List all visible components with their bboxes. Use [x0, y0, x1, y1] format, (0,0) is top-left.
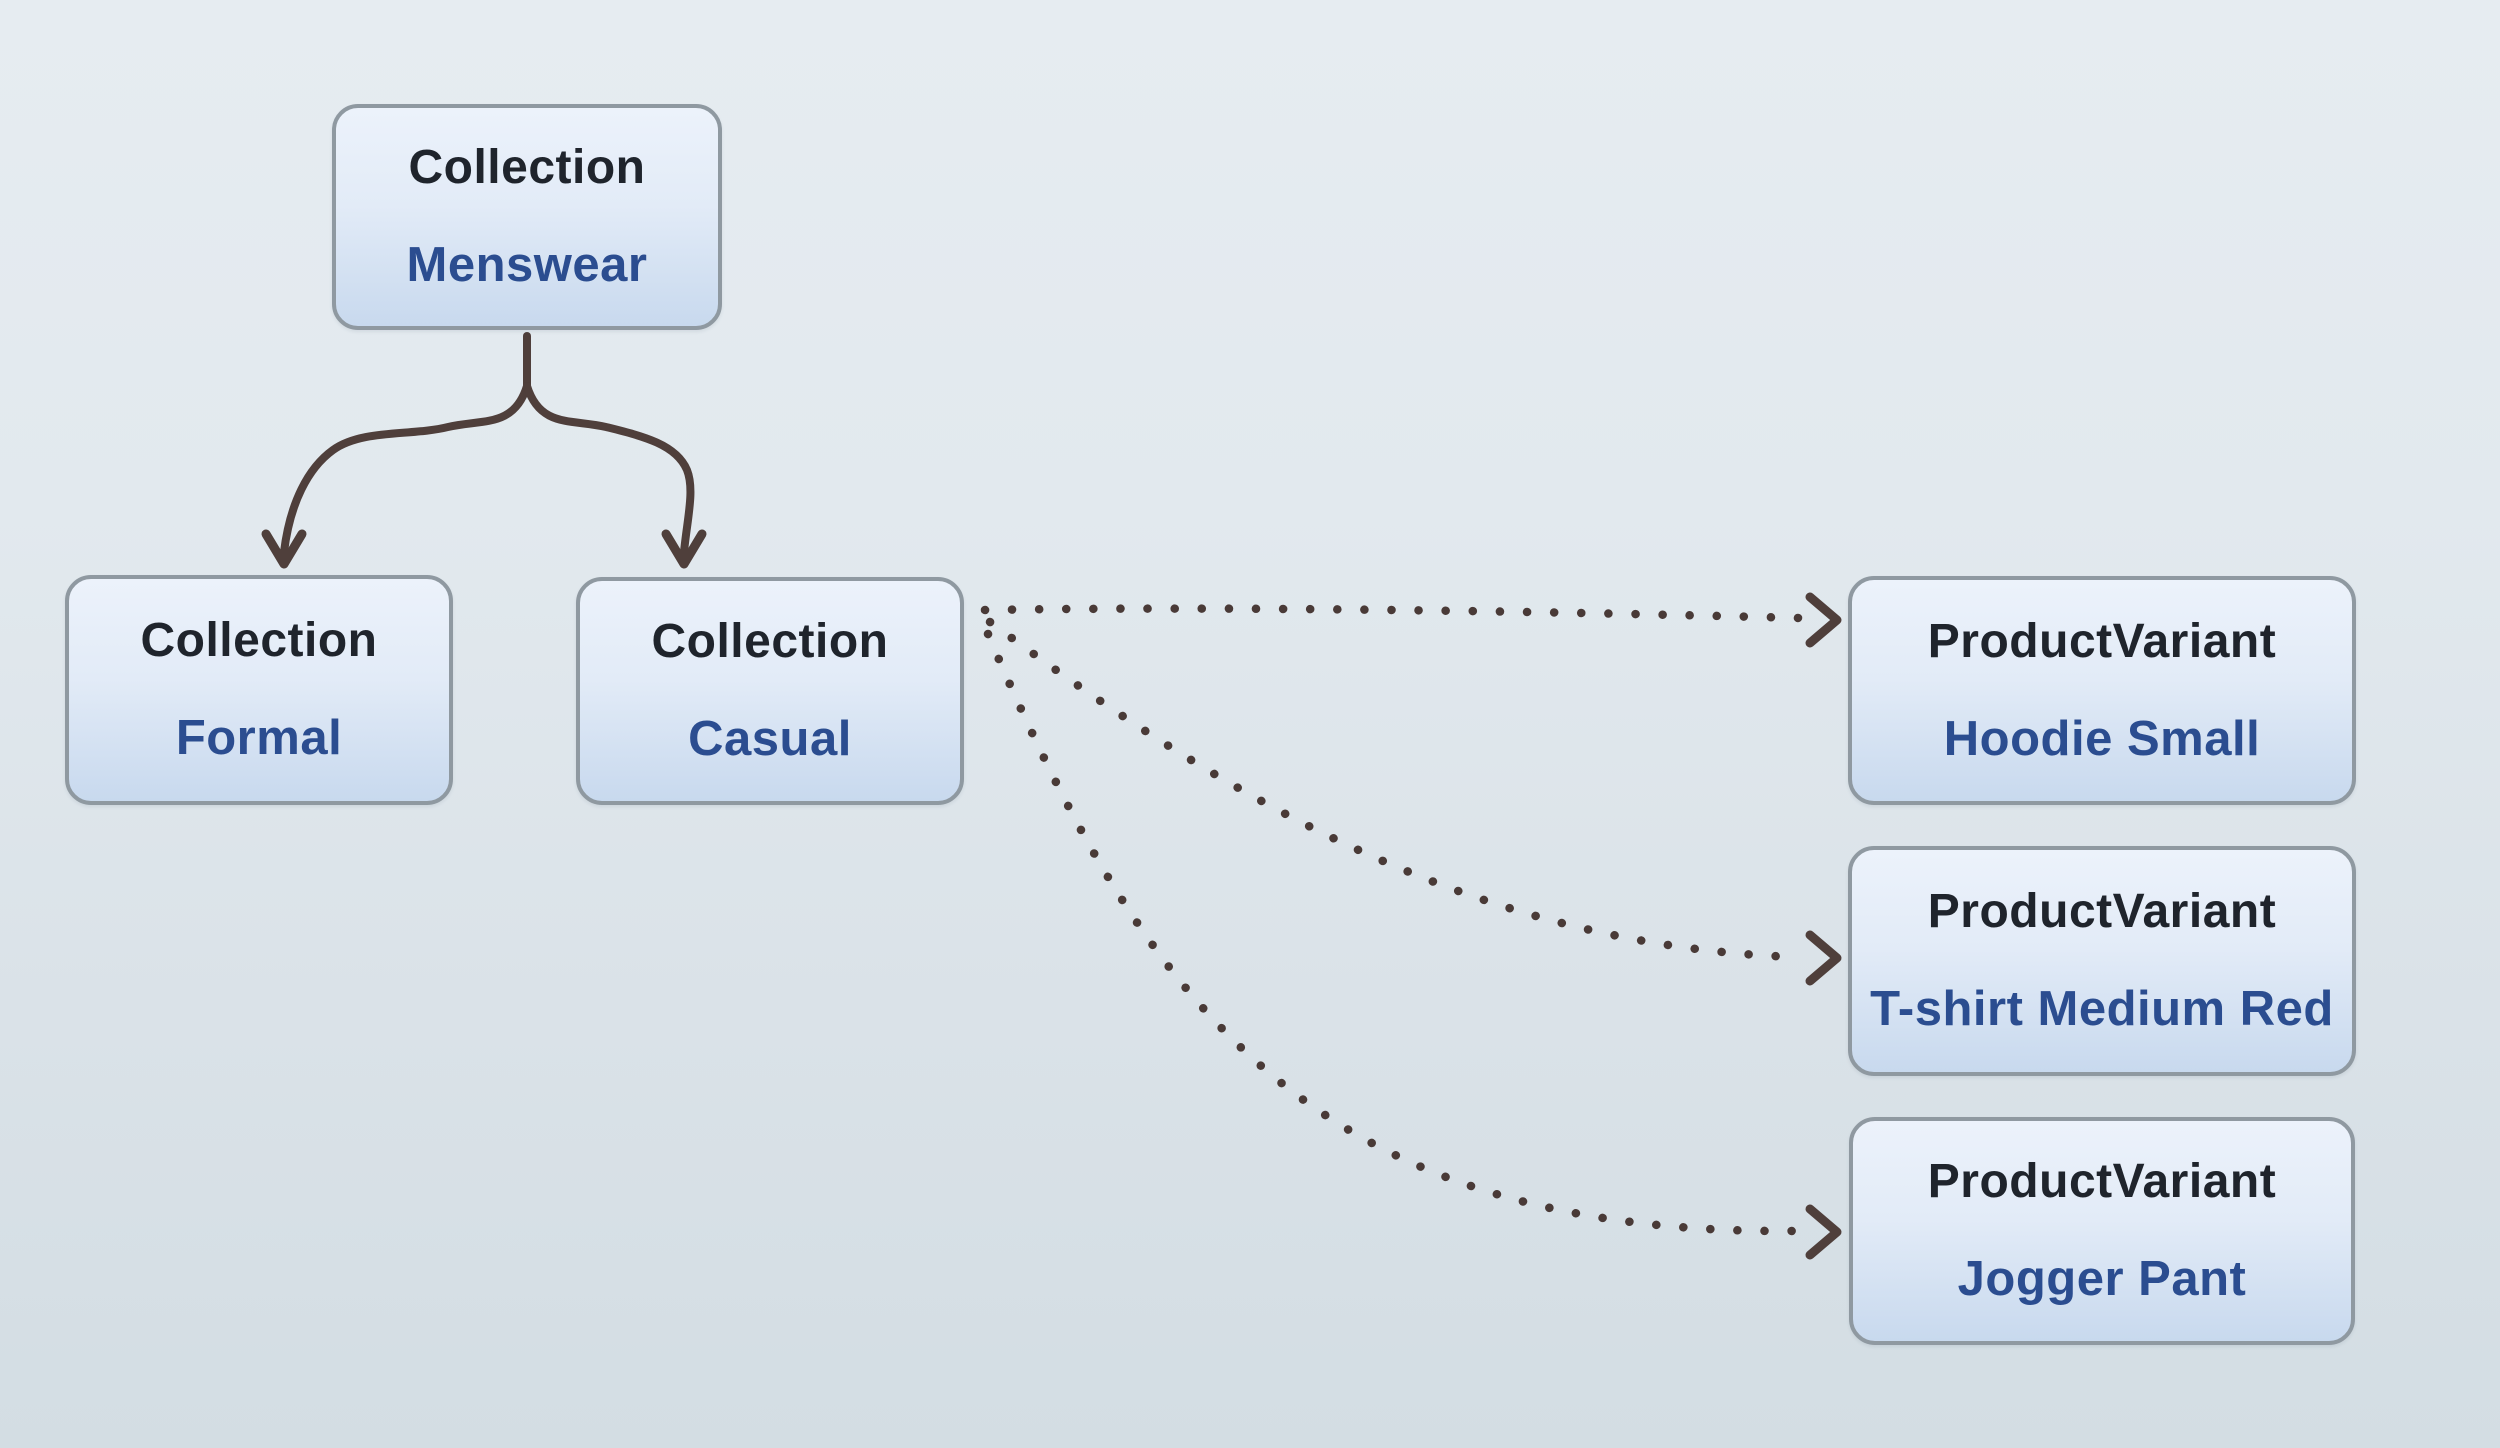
node-type-label: Collection — [651, 615, 889, 668]
node-name-label: Jogger Pant — [1957, 1252, 2247, 1306]
node-productvariant-hoodie-small: ProductVariant Hoodie Small — [1848, 576, 2356, 805]
edge-casual-tshirt-line — [985, 617, 1800, 962]
edge-casual-jogger-line — [983, 629, 1800, 1236]
node-productvariant-jogger-pant: ProductVariant Jogger Pant — [1849, 1117, 2355, 1345]
edge-menswear-casual-arrowhead — [661, 529, 707, 569]
node-collection-formal: Collection Formal — [65, 575, 453, 805]
edge-menswear-formal-arrowhead — [261, 529, 307, 569]
node-type-label: ProductVariant — [1927, 614, 2277, 668]
node-collection-casual: Collection Casual — [576, 577, 964, 805]
edge-menswear-formal-line — [280, 382, 531, 556]
node-type-label: ProductVariant — [1927, 885, 2277, 938]
node-name-label: Formal — [175, 711, 343, 765]
node-productvariant-tshirt-medium-red: ProductVariant T-shirt Medium Red — [1848, 846, 2356, 1076]
edge-casual-hoodie-line — [980, 604, 1805, 623]
edge-menswear-children — [261, 332, 707, 569]
node-name-label: T-shirt Medium Red — [1870, 982, 2334, 1036]
node-type-label: Collection — [140, 614, 378, 667]
edge-casual-hoodie-arrowhead — [1805, 592, 1842, 648]
edge-casual-variants — [980, 592, 1842, 1260]
edge-casual-jogger-arrowhead — [1805, 1204, 1842, 1260]
node-type-label: Collection — [408, 141, 646, 194]
edge-casual-tshirt-arrowhead — [1805, 930, 1842, 986]
node-name-label: Menswear — [406, 238, 648, 292]
node-name-label: Hoodie Small — [1943, 711, 2261, 766]
node-type-label: ProductVariant — [1927, 1155, 2277, 1208]
node-name-label: Casual — [688, 712, 852, 766]
edge-menswear-casual-line — [523, 382, 695, 556]
node-collection-menswear: Collection Menswear — [332, 104, 722, 330]
